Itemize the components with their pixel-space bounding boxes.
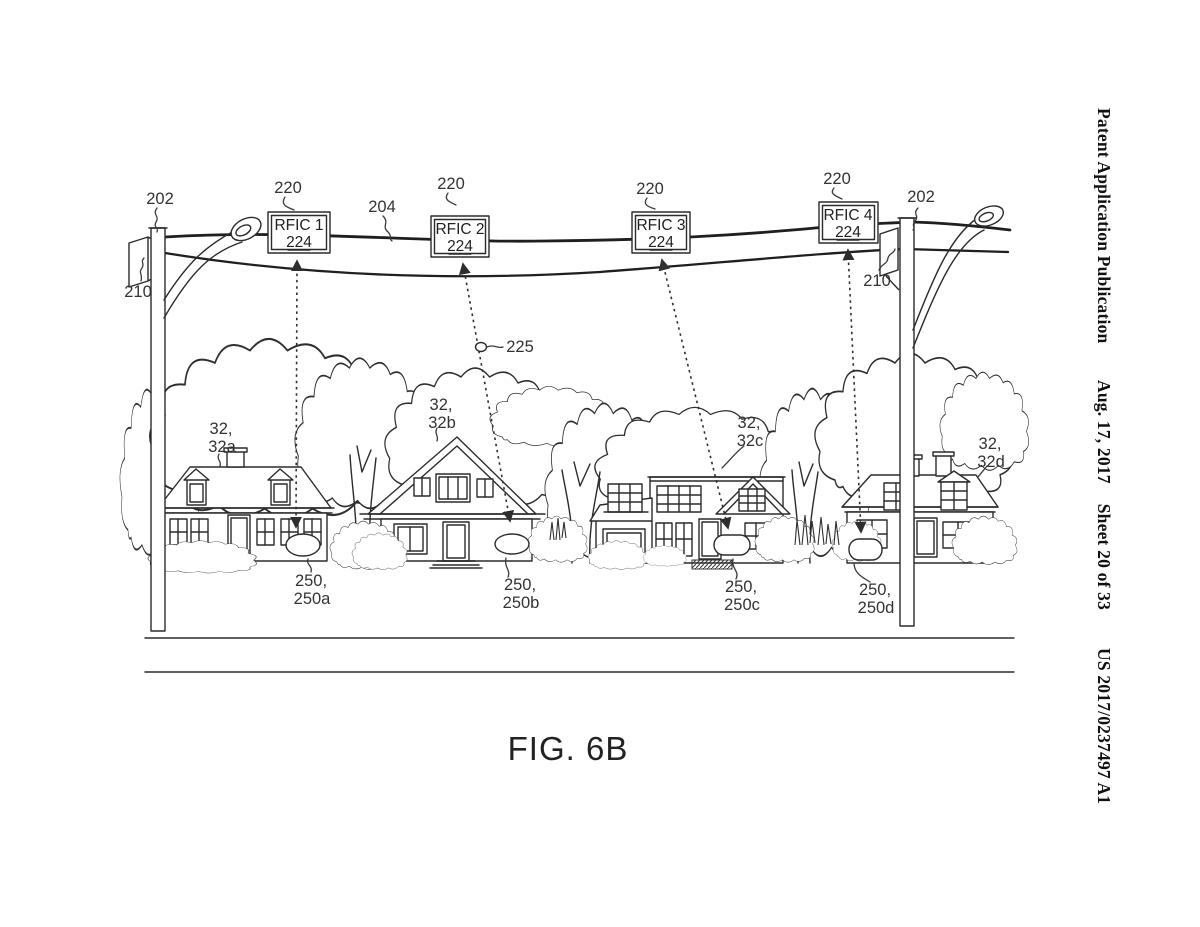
header-publication: Patent Application Publication [1094,108,1114,344]
header-date-sheet: Aug. 17, 2017Sheet 20 of 33 [1094,380,1114,610]
pole-transformer [879,227,900,291]
link-rfic4-250d [842,248,867,534]
leader-lines [139,187,988,583]
link-rfic1-250a [290,259,303,529]
header-document-number: US 2017/0237497 A1 [1094,648,1114,804]
streetlight-lamp [973,205,1005,227]
foreground-bushes [147,514,1018,574]
device-250a [285,533,321,557]
rfic-2-module-ref: 224 [447,238,473,255]
label-204: 204 [368,198,396,216]
grass-tufts [549,514,840,546]
house-a-chimney [223,447,248,468]
device-250c [713,534,751,556]
rfic-3-box: RFIC 3 224 [631,211,691,254]
left-utility-pole [128,216,262,632]
label-220-rfic3: 220 [636,180,664,198]
tree-trunk [349,445,819,564]
house-d-door [913,517,938,558]
label-210-left: 210 [124,283,152,301]
label-house-d-ref: 32,32d [977,435,1005,471]
label-220-rfic2: 220 [437,175,465,193]
right-utility-pole [879,205,1005,627]
house-d-chimney [932,451,955,477]
rfic-2-label: RFIC 2 [435,221,484,238]
label-house-b-ref: 32,32b [428,396,456,432]
label-220-rfic4: 220 [823,170,851,188]
label-house-c-ref: 32,32c [737,414,764,450]
label-device-a-ref: 250,250a [294,572,332,608]
streetlight-lamp [230,216,262,242]
rfic-3-label: RFIC 3 [636,217,685,234]
rfic-4-module-ref: 224 [835,224,861,241]
device-250d [848,538,883,561]
link-callout-dot [474,341,488,353]
label-225: 225 [506,338,534,356]
rfic-4-label: RFIC 4 [823,207,872,224]
reference-labels: 202 202 210 210 204 220 220 220 220 225 … [124,170,1005,617]
device-250b [494,533,530,555]
rfic-1-label: RFIC 1 [274,217,323,234]
label-device-c-ref: 250,250c [724,578,760,614]
page-header: Patent Application Publication Aug. 17, … [1094,108,1114,804]
label-202-left: 202 [146,190,174,208]
road [144,637,1015,673]
rfic-3-module-ref: 224 [648,234,674,251]
label-220-rfic1: 220 [274,179,302,197]
label-210-right: 210 [863,272,891,290]
pole-post [150,227,166,632]
house-b-door [429,521,483,569]
client-devices [285,533,883,561]
label-202-right: 202 [907,188,935,206]
streetlight-arm [163,230,243,319]
rfic-1-module-ref: 224 [286,234,312,251]
label-device-d-ref: 250,250d [858,581,895,617]
rfic-2-box: RFIC 2 224 [430,215,490,258]
streetlight-arm [912,218,985,349]
label-house-a-ref: 32,32a [208,420,236,456]
background-trees [118,337,1030,564]
rfic-4-box: RFIC 4 224 [818,201,879,244]
pole-post [899,217,915,627]
rfic-1-box: RFIC 1 224 [267,211,331,254]
figure-caption: FIG. 6B [508,730,629,767]
label-device-b-ref: 250,250b [503,576,540,612]
link-rfic3-250c [658,258,732,530]
